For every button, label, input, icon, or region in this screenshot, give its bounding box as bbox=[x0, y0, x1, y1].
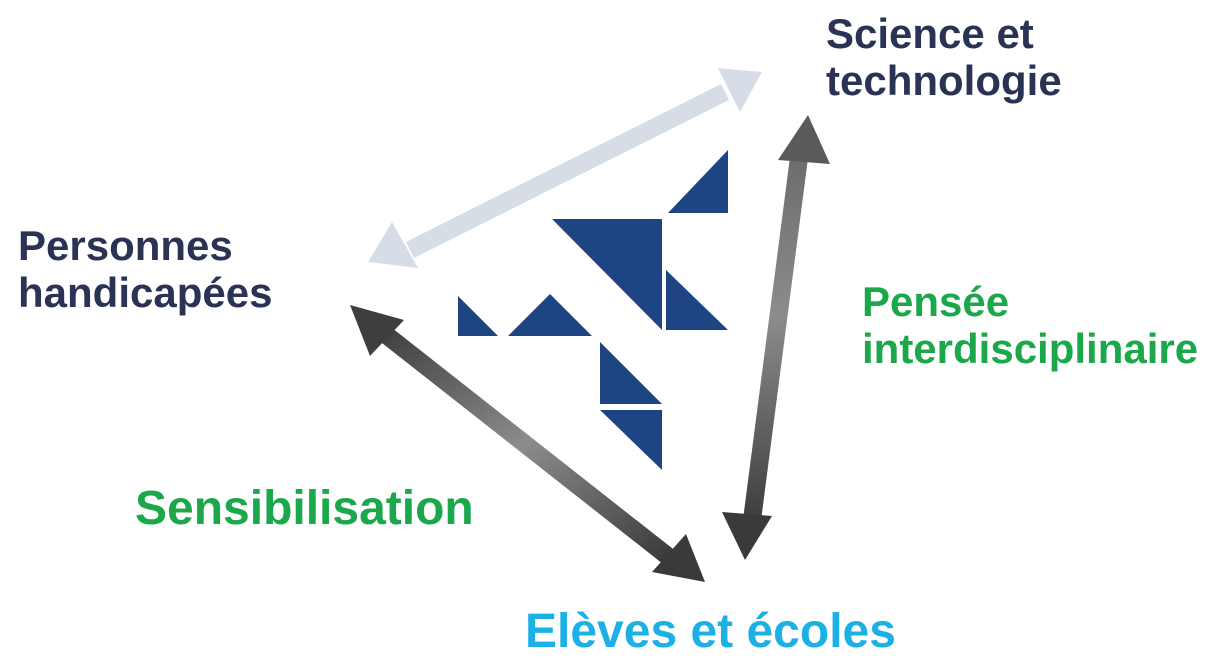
logo-triangle bbox=[666, 270, 728, 330]
node-label-line: handicapées bbox=[18, 269, 273, 317]
arrow-science-eleves bbox=[722, 115, 830, 560]
logo-triangle bbox=[668, 150, 728, 213]
node-label-line: technologie bbox=[826, 57, 1062, 105]
node-eleves-ecoles: Elèves et écoles bbox=[525, 605, 896, 658]
logo-mark bbox=[458, 150, 728, 470]
node-science-technologie: Science et technologie bbox=[826, 10, 1062, 104]
logo-triangle bbox=[600, 410, 662, 470]
edge-sensibilisation: Sensibilisation bbox=[135, 482, 474, 535]
node-label-line: Personnes bbox=[18, 222, 233, 269]
node-personnes-handicapees: Personnes handicapées bbox=[18, 222, 272, 316]
logo-triangle bbox=[508, 294, 592, 336]
edge-pensee-interdisciplinaire: Pensée interdisciplinaire bbox=[862, 278, 1198, 372]
logo-triangle bbox=[552, 219, 662, 330]
node-label-line: Science et bbox=[826, 10, 1034, 57]
edge-label-line: Pensée bbox=[862, 278, 1010, 325]
arrow-personnes-eleves bbox=[350, 305, 705, 582]
arrow-personnes-science bbox=[368, 68, 762, 268]
logo-triangle bbox=[458, 296, 498, 336]
logo-triangle bbox=[600, 342, 662, 404]
edge-label-line: interdisciplinaire bbox=[862, 325, 1199, 373]
